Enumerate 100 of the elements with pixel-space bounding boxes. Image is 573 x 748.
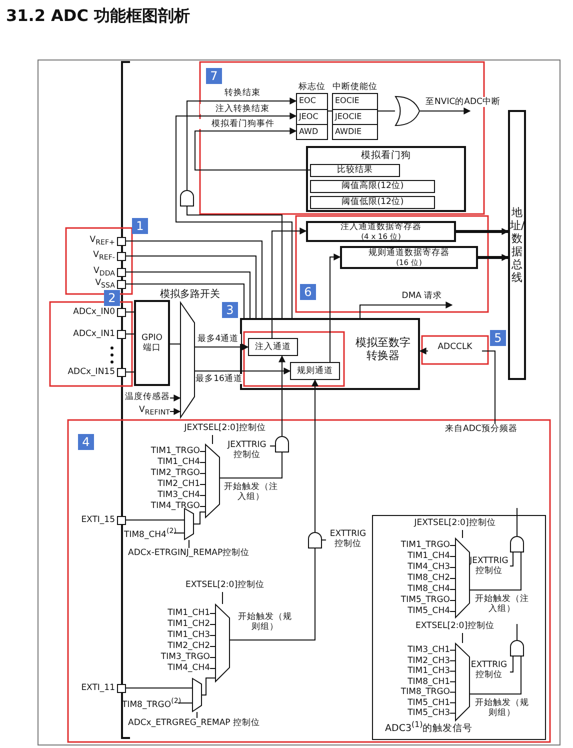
- callout-number: 7: [206, 68, 222, 84]
- signal-label: TIM8_TRGO$^{(2)}$: [122, 697, 178, 709]
- signal-label: TIM2_CH2: [140, 641, 210, 652]
- or-gate: [395, 96, 420, 126]
- connector-line: [210, 613, 216, 614]
- arrow: [272, 228, 307, 338]
- arrow: [312, 379, 318, 532]
- connector-line: [186, 206, 282, 318]
- signal-label: ADCCLK: [428, 342, 482, 360]
- connector-line: [450, 611, 456, 612]
- connector-line: [378, 110, 396, 112]
- signal-label: EXTTRIG控制位: [468, 660, 510, 684]
- connector-line: [200, 451, 206, 452]
- signal-label: JEXTTRIG控制位: [468, 556, 510, 580]
- signal-label: TIM8_CH1: [380, 676, 450, 687]
- connector-line: [450, 692, 456, 693]
- signal-label: TIM4_CH4: [140, 663, 210, 674]
- multiplexer-symbol: [455, 538, 470, 618]
- connector-line: [210, 624, 216, 625]
- signal-label: TIM5_CH3: [380, 708, 450, 718]
- arrow: [360, 302, 453, 318]
- signal-label: TIM8_CH4$^{(2)}$: [124, 527, 174, 539]
- connector-line: [450, 650, 456, 651]
- register-bit: AWDIE: [332, 124, 378, 140]
- arrow: [456, 228, 509, 235]
- signal-label: TIM3_CH4: [130, 490, 200, 501]
- pin-label: EXTI_15: [81, 514, 115, 526]
- channel-box: 规则通道: [290, 362, 340, 380]
- signal-label: TIM8_TRGO: [380, 687, 450, 698]
- register-field: 阈值低限(12位): [310, 196, 435, 209]
- connector-line: [200, 462, 206, 463]
- arrow: [194, 368, 291, 374]
- arrow: [330, 254, 341, 362]
- signal-label: TIM3_CH1: [380, 645, 450, 656]
- box-title: 规则通道数据寄存器: [368, 248, 450, 258]
- edge-label: 开始触发（规则组）: [236, 612, 294, 632]
- signal-label: EXTTRIG控制位: [326, 529, 370, 551]
- connector-line: [470, 552, 522, 590]
- connector-line: [450, 578, 456, 579]
- signal-label: V$_{REFINT}$: [130, 405, 170, 419]
- multiplexer-symbol: [455, 643, 470, 721]
- connector-line: [194, 512, 206, 524]
- connector-line: [230, 548, 316, 640]
- connector-line: [510, 656, 514, 672]
- pin-label: ADCx_IN15: [68, 366, 115, 378]
- connector-line: [470, 656, 522, 694]
- signal-label: TIM1_CH4: [380, 551, 450, 562]
- connector-line: [220, 452, 282, 478]
- data-register: [340, 246, 478, 269]
- connector-line: [328, 110, 332, 112]
- signal-label: TIM8_CH2: [380, 573, 450, 584]
- connector-line: [188, 540, 190, 548]
- signal-label: TIM8_CH4: [380, 584, 450, 595]
- pin-label: V$_{DDA}$: [94, 266, 115, 278]
- connector-line: [450, 567, 456, 568]
- connector-line: [210, 635, 216, 636]
- signal-label: TIM3_TRGO: [140, 652, 210, 663]
- connector-line: [450, 545, 456, 546]
- connector-line: [450, 681, 456, 682]
- data-register: [306, 221, 456, 242]
- signal-label: TIM1_TRGO: [380, 540, 450, 551]
- connector-line: [202, 678, 216, 696]
- port-block: GPIO 端口: [134, 300, 170, 386]
- multiplexer-symbol: [205, 444, 220, 518]
- connector-line: [450, 556, 456, 557]
- connector-line: [510, 552, 514, 566]
- connector-line: [222, 592, 223, 604]
- arrow: [170, 394, 181, 402]
- edge-label: 最多16通道: [195, 374, 243, 384]
- signal-label: TIM1_CH3: [380, 666, 450, 676]
- multiplexer-symbol: [215, 604, 230, 682]
- register-bit: EOC: [296, 93, 328, 110]
- signal-label: EXTSEL[2:0]控制位: [405, 621, 505, 633]
- arrow: [194, 128, 310, 170]
- arrow: [419, 348, 428, 354]
- connector-line: [200, 484, 206, 485]
- signal-label: JEXTSEL[2:0]控制位: [405, 518, 505, 530]
- signal-label: TIM2_CH3: [380, 656, 450, 666]
- register-bit: JEOCIE: [332, 110, 378, 125]
- connector-line: [174, 532, 184, 534]
- pin-label: V$_{REF-}$: [93, 250, 115, 262]
- part-label: 模拟多路开关: [160, 289, 220, 301]
- callout-number: 2: [104, 290, 120, 306]
- arrow: [420, 108, 471, 114]
- callout-number: 6: [300, 284, 316, 300]
- connector-line: [126, 272, 250, 318]
- register-title: 标志位: [298, 82, 326, 94]
- edge-label: 最多4通道: [195, 334, 241, 344]
- register-field: 阈值高限(12位): [310, 180, 435, 193]
- multiplexer-symbol: [184, 508, 194, 540]
- connector-line: [450, 712, 456, 714]
- connector-line: [450, 600, 456, 601]
- connector-line: [196, 712, 198, 718]
- edge-label: 开始触发（注入组）: [474, 594, 530, 614]
- connector-line: [212, 434, 213, 444]
- and-gate: [510, 536, 524, 552]
- edge-label: 开始触发（规则组）: [474, 698, 530, 718]
- pin-label: V$_{SSA}$: [95, 278, 115, 290]
- connector-line: [450, 589, 456, 590]
- connector-line: [450, 670, 456, 672]
